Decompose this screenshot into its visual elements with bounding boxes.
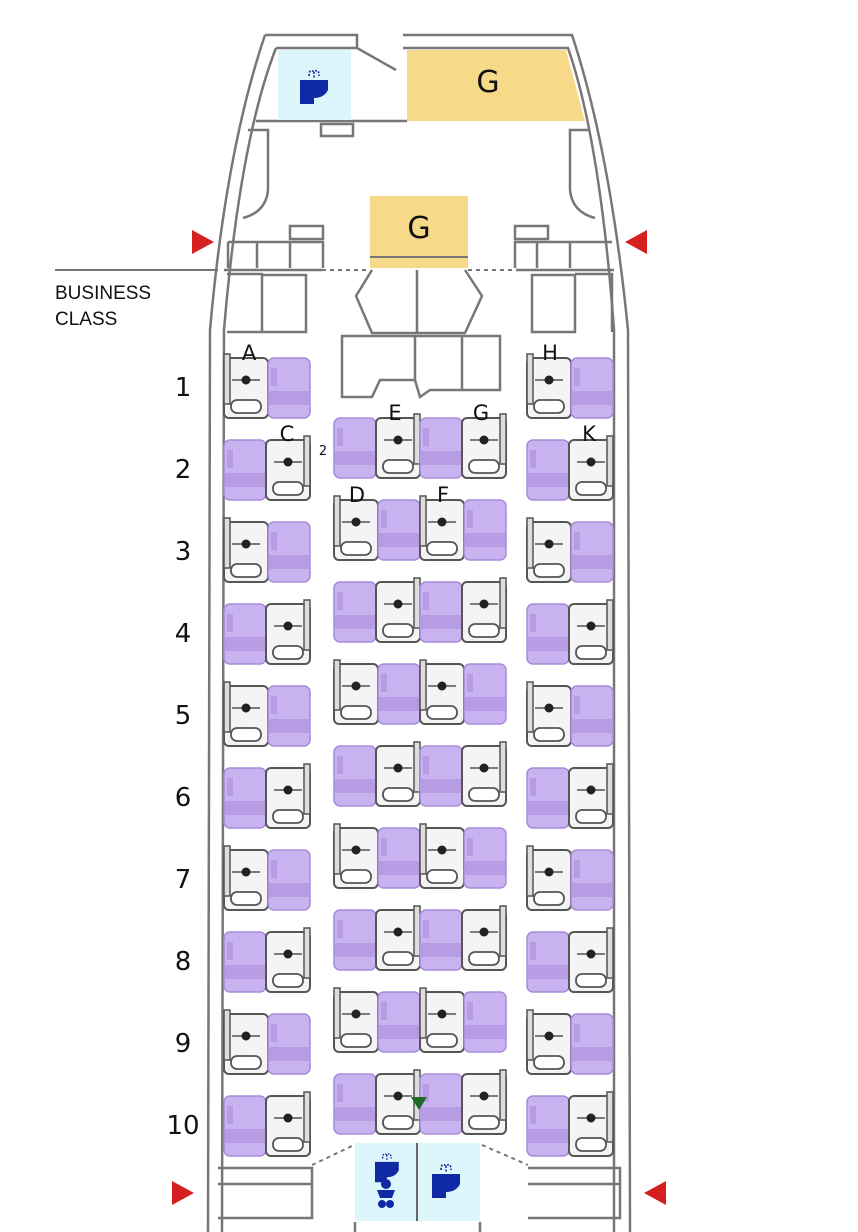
cabin-class-line2: CLASS (55, 309, 118, 330)
seat-6G[interactable] (419, 741, 507, 807)
seat-9D[interactable] (333, 987, 421, 1053)
exit-arrow-icon (172, 1181, 194, 1205)
column-label-H: H (542, 341, 558, 365)
fuselage (206, 33, 632, 1232)
galley-label: G (476, 65, 499, 100)
seat-10G[interactable] (419, 1069, 507, 1135)
lavatory-rear (355, 1143, 480, 1221)
seat-7D[interactable] (333, 823, 421, 889)
column-label-F: F (437, 483, 449, 507)
selected-seat-marker-icon (411, 1097, 427, 1110)
seat-7A[interactable] (223, 845, 311, 911)
row-number: 3 (175, 537, 192, 567)
seat-6K[interactable] (526, 763, 614, 829)
seat-9H[interactable] (526, 1009, 614, 1075)
column-label-E: E (388, 401, 401, 425)
seat-8E[interactable] (333, 905, 421, 971)
row-number: 2 (175, 455, 192, 485)
row-number: 7 (175, 865, 192, 895)
column-label-C: C (280, 422, 295, 446)
row-number: 9 (175, 1029, 192, 1059)
seat-4C[interactable] (223, 599, 311, 665)
seat-1H[interactable] (526, 353, 614, 419)
seat-2C[interactable] (223, 435, 311, 501)
seat-10C[interactable] (223, 1091, 311, 1157)
seat-2E[interactable] (333, 413, 421, 479)
exit-arrow-icon (192, 230, 214, 254)
seat-9F[interactable] (419, 987, 507, 1053)
seat-9A[interactable] (223, 1009, 311, 1075)
row-number: 4 (175, 619, 192, 649)
seat-3H[interactable] (526, 517, 614, 583)
galley-mid (370, 196, 468, 268)
galley-front (407, 50, 585, 121)
seat-2G[interactable] (419, 413, 507, 479)
seat-5F[interactable] (419, 659, 507, 725)
cabin-class-label: BUSINESS CLASS (55, 281, 151, 333)
seat-10E[interactable] (333, 1069, 421, 1135)
exit-arrow-icon (644, 1181, 666, 1205)
seat-3A[interactable] (223, 517, 311, 583)
seat-8G[interactable] (419, 905, 507, 971)
lavatory-front (278, 50, 351, 120)
row-number: 6 (175, 783, 192, 813)
lavatory-icon (432, 1163, 460, 1198)
seat-8C[interactable] (223, 927, 311, 993)
seat-6E[interactable] (333, 741, 421, 807)
seat-4E[interactable] (333, 577, 421, 643)
row-number: 8 (175, 947, 192, 977)
seat-5H[interactable] (526, 681, 614, 747)
column-label-D: D (349, 483, 365, 507)
note-marker: 2 (319, 444, 327, 459)
seat-4K[interactable] (526, 599, 614, 665)
seat-6C[interactable] (223, 763, 311, 829)
row-number: 5 (175, 701, 192, 731)
column-label-G: G (473, 401, 489, 425)
seat-10K[interactable] (526, 1091, 614, 1157)
seat-8K[interactable] (526, 927, 614, 993)
seat-5D[interactable] (333, 659, 421, 725)
seat-7H[interactable] (526, 845, 614, 911)
baby-changing-icon (377, 1179, 395, 1208)
lavatory-icon (300, 69, 328, 104)
row-number: 10 (166, 1111, 199, 1141)
cabin-class-line1: BUSINESS (55, 283, 152, 304)
seat-4G[interactable] (419, 577, 507, 643)
seat-3F[interactable] (419, 495, 507, 561)
column-label-K: K (582, 422, 597, 446)
galley-label: G (407, 211, 430, 246)
column-label-A: A (242, 341, 257, 365)
exit-arrow-icon (625, 230, 647, 254)
seat-5A[interactable] (223, 681, 311, 747)
row-number: 1 (175, 373, 192, 403)
seat-7F[interactable] (419, 823, 507, 889)
seat-1A[interactable] (223, 353, 311, 419)
seat-2K[interactable] (526, 435, 614, 501)
seat-3D[interactable] (333, 495, 421, 561)
